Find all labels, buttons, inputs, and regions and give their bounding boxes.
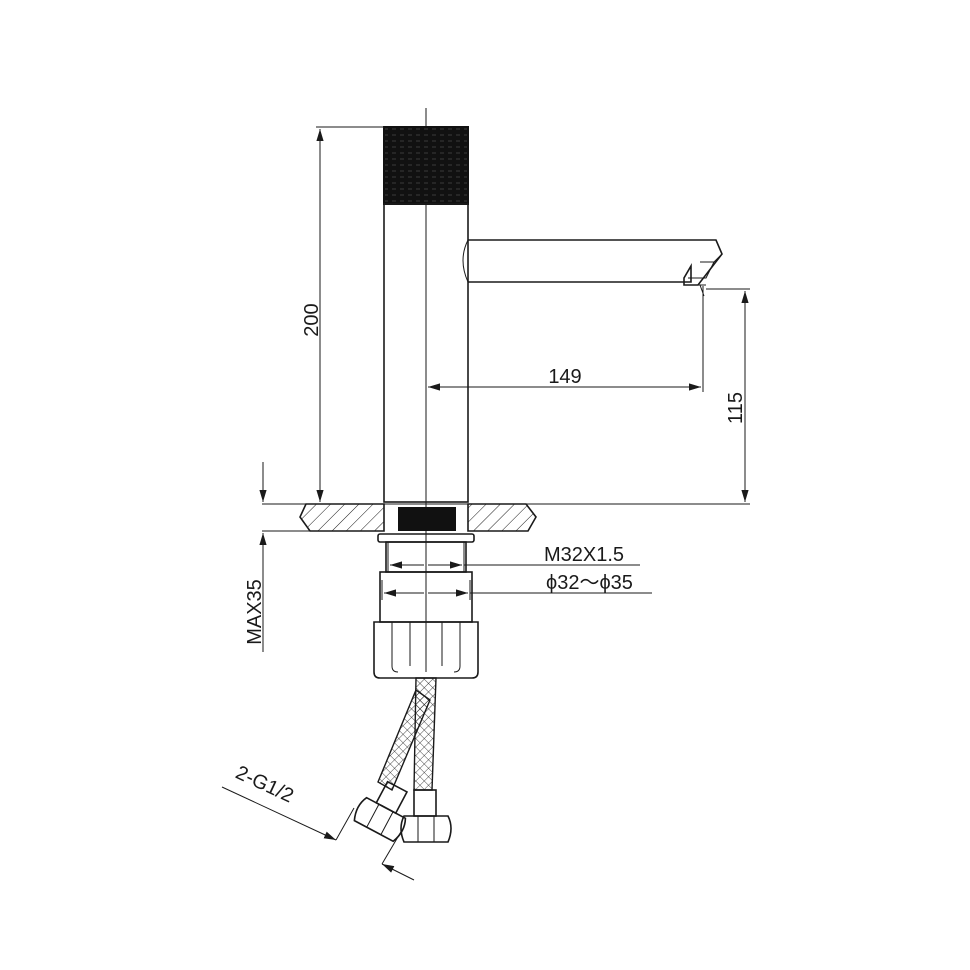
deck-left-hatch: [299, 503, 385, 532]
hose-left-nut: [353, 796, 407, 843]
faucet-body: [383, 108, 723, 672]
shank-thread: [398, 507, 456, 531]
label-max35: MAX35: [244, 579, 266, 645]
hoses: [353, 677, 452, 843]
hose-right-ferrule: [413, 789, 437, 817]
mounting-nut: [373, 621, 479, 679]
label-200: 200: [301, 303, 323, 336]
dim-g12-arrow-lower: [381, 863, 415, 881]
deck-right-hatch: [467, 503, 537, 532]
mounting-hardware: [373, 533, 479, 679]
hose-right-nut: [400, 815, 452, 843]
dim-g12-ext-a: [335, 807, 355, 841]
spout-end-detail: [684, 253, 723, 297]
spout: [468, 239, 723, 286]
deck-section: [262, 503, 750, 532]
label-115: 115: [725, 392, 747, 424]
hose-left: [377, 688, 431, 791]
label-hole-diameter: ϕ32～ϕ35: [546, 572, 633, 594]
label-hose-connection: 2-G1/2: [232, 762, 297, 808]
hose-right-nut-detail: [417, 816, 435, 842]
handle-knurled: [383, 126, 469, 205]
spout-joint: [462, 239, 469, 283]
dimension-lines: [221, 126, 750, 881]
body-column: [383, 203, 469, 503]
hose-left-nut-detail: [366, 804, 394, 835]
label-thread: M32X1.5: [544, 544, 624, 566]
label-149: 149: [548, 366, 581, 388]
dimension-labels: 200 149 115 MAX35 M32X1.5 ϕ32～ϕ35 2-G1/2: [232, 303, 747, 807]
dim-g12-leader: [221, 786, 337, 841]
dim-g12-ext-b: [381, 829, 403, 865]
nut-grooves: [391, 622, 461, 673]
